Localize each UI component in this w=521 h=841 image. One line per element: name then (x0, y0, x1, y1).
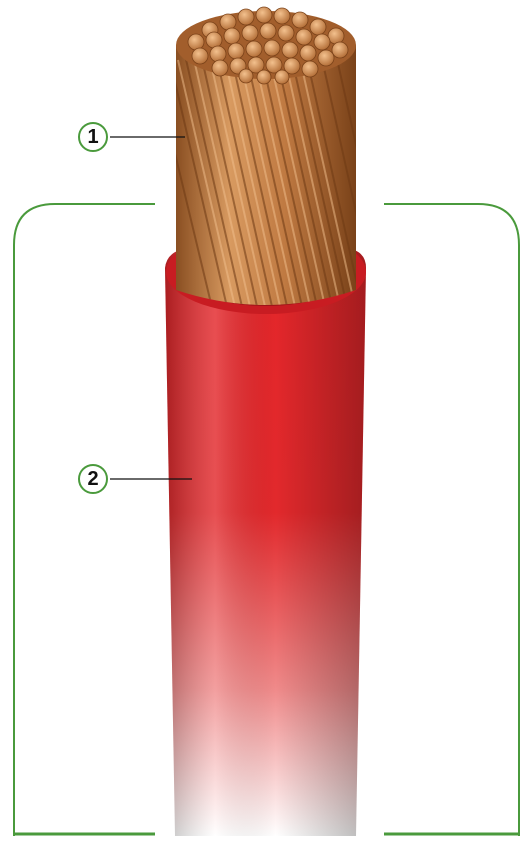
callout-badge-1: 1 (78, 122, 108, 152)
frame-right (384, 204, 519, 836)
callout-badge-2: 2 (78, 464, 108, 494)
callout-number-2: 2 (87, 468, 98, 491)
frame-left (14, 204, 155, 836)
insulation-sheath (165, 230, 366, 836)
callout-number-1: 1 (87, 126, 98, 149)
